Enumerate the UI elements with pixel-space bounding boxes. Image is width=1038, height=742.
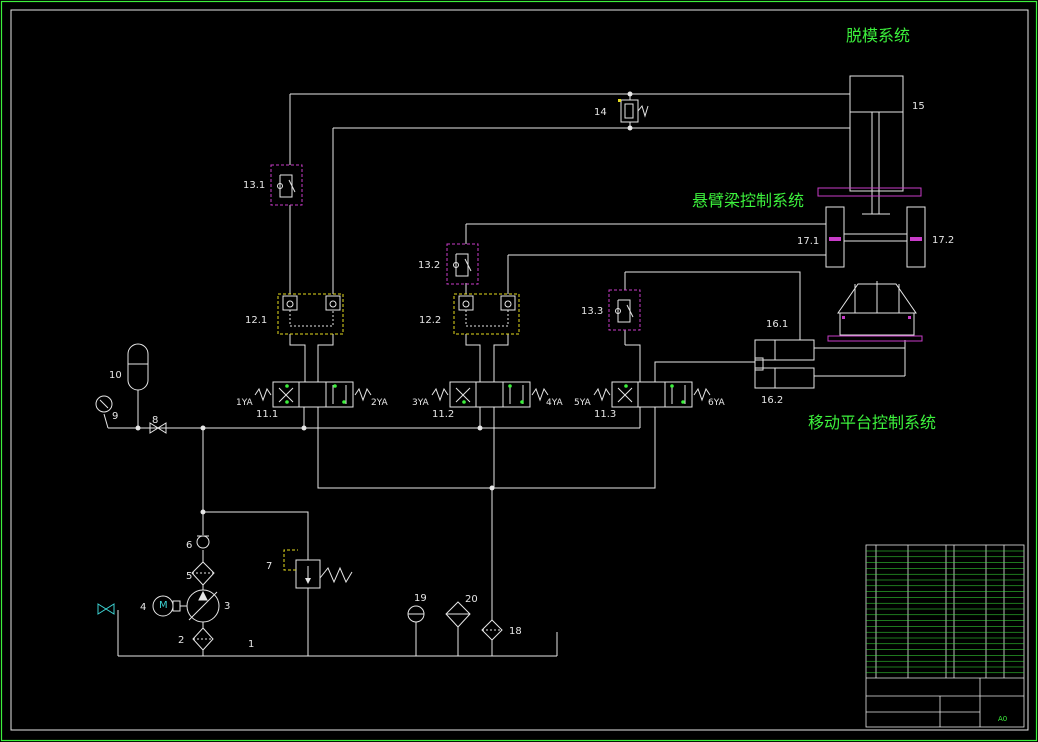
valve-11-3 (593, 381, 711, 408)
stop-valve-8 (149, 422, 167, 434)
label-8: 8 (152, 415, 159, 426)
label-16-2: 16.2 (761, 395, 784, 406)
cantilever-beam (817, 187, 922, 197)
relief-valve-7 (295, 559, 353, 589)
label-13-3: 13.3 (581, 306, 604, 317)
label-7: 7 (266, 561, 273, 572)
pilot-check-12-bodies (282, 295, 516, 327)
label-15: 15 (912, 101, 925, 112)
valve-arrowheads (285, 384, 685, 404)
title-block-rows (866, 550, 1024, 674)
label-9: 9 (112, 411, 119, 422)
inner-frame (10, 9, 1029, 731)
valve-11-2 (431, 381, 549, 408)
motor-symbol: M (159, 600, 168, 611)
mold-marks (842, 316, 911, 319)
solenoid-4ya: 4YA (546, 398, 563, 408)
label-11-3: 11.3 (594, 409, 617, 420)
relief-valve-7-pilot (283, 549, 298, 571)
pilot-check-12 (277, 293, 520, 335)
pipe-network (103, 93, 906, 657)
label-17-1: 17.1 (797, 236, 820, 247)
throttle-valve-13 (270, 164, 641, 331)
label-16-1: 16.1 (766, 319, 789, 330)
system-title-demolding: 脱模系统 (846, 26, 911, 45)
label-11-2: 11.2 (432, 409, 455, 420)
label-18: 18 (509, 626, 522, 637)
mold-assembly (837, 281, 917, 336)
label-4: 4 (140, 602, 147, 613)
cylinder-16 (754, 339, 815, 389)
label-19: 19 (414, 593, 427, 604)
solenoid-1ya: 1YA (236, 398, 253, 408)
solenoid-5ya: 5YA (574, 398, 591, 408)
pump-3 (180, 589, 220, 623)
platform-plate (827, 335, 923, 342)
check-valve-6 (196, 535, 210, 549)
relief-valve-14 (620, 99, 649, 123)
accumulator-10 (127, 343, 149, 391)
cooler-20 (445, 601, 471, 628)
label-13-1: 13.1 (243, 180, 266, 191)
filter-18 (481, 619, 503, 641)
label-2: 2 (178, 635, 185, 646)
cylinder-17 (825, 206, 926, 268)
solenoid-3ya: 3YA (412, 398, 429, 408)
drain-valve-icon (97, 603, 115, 615)
motor-4 (152, 595, 181, 617)
system-title-platform: 移动平台控制系统 (808, 413, 937, 432)
solenoid-2ya: 2YA (371, 398, 388, 408)
valve-11-1 (254, 381, 372, 408)
solenoid-6ya: 6YA (708, 398, 725, 408)
system-title-cantilever: 悬臂梁控制系统 (692, 191, 805, 210)
cylinder-17-pistons (829, 237, 922, 241)
label-20: 20 (465, 594, 478, 605)
filter-5 (191, 561, 215, 586)
label-14: 14 (594, 107, 607, 118)
thermometer-19 (407, 605, 425, 623)
label-12-2: 12.2 (419, 315, 442, 326)
throttle-valve-13-bodies (277, 174, 634, 323)
label-1: 1 (248, 639, 255, 650)
label-6: 6 (186, 540, 193, 551)
junction-dots (135, 91, 633, 515)
cylinder-15 (849, 75, 904, 215)
label-17-2: 17.2 (932, 235, 955, 246)
label-12-1: 12.1 (245, 315, 268, 326)
filter-2 (192, 627, 214, 651)
label-10: 10 (109, 370, 122, 381)
title-block (865, 544, 1025, 728)
relief-valve-14-mark (618, 99, 621, 102)
label-11-1: 11.1 (256, 409, 279, 420)
label-13-2: 13.2 (418, 260, 441, 271)
pressure-gauge-9 (95, 395, 113, 413)
relief-valve-7-arrow (305, 578, 311, 584)
label-5: 5 (186, 571, 193, 582)
label-3: 3 (224, 601, 231, 612)
title-block-sheet-size: A0 (998, 715, 1008, 723)
